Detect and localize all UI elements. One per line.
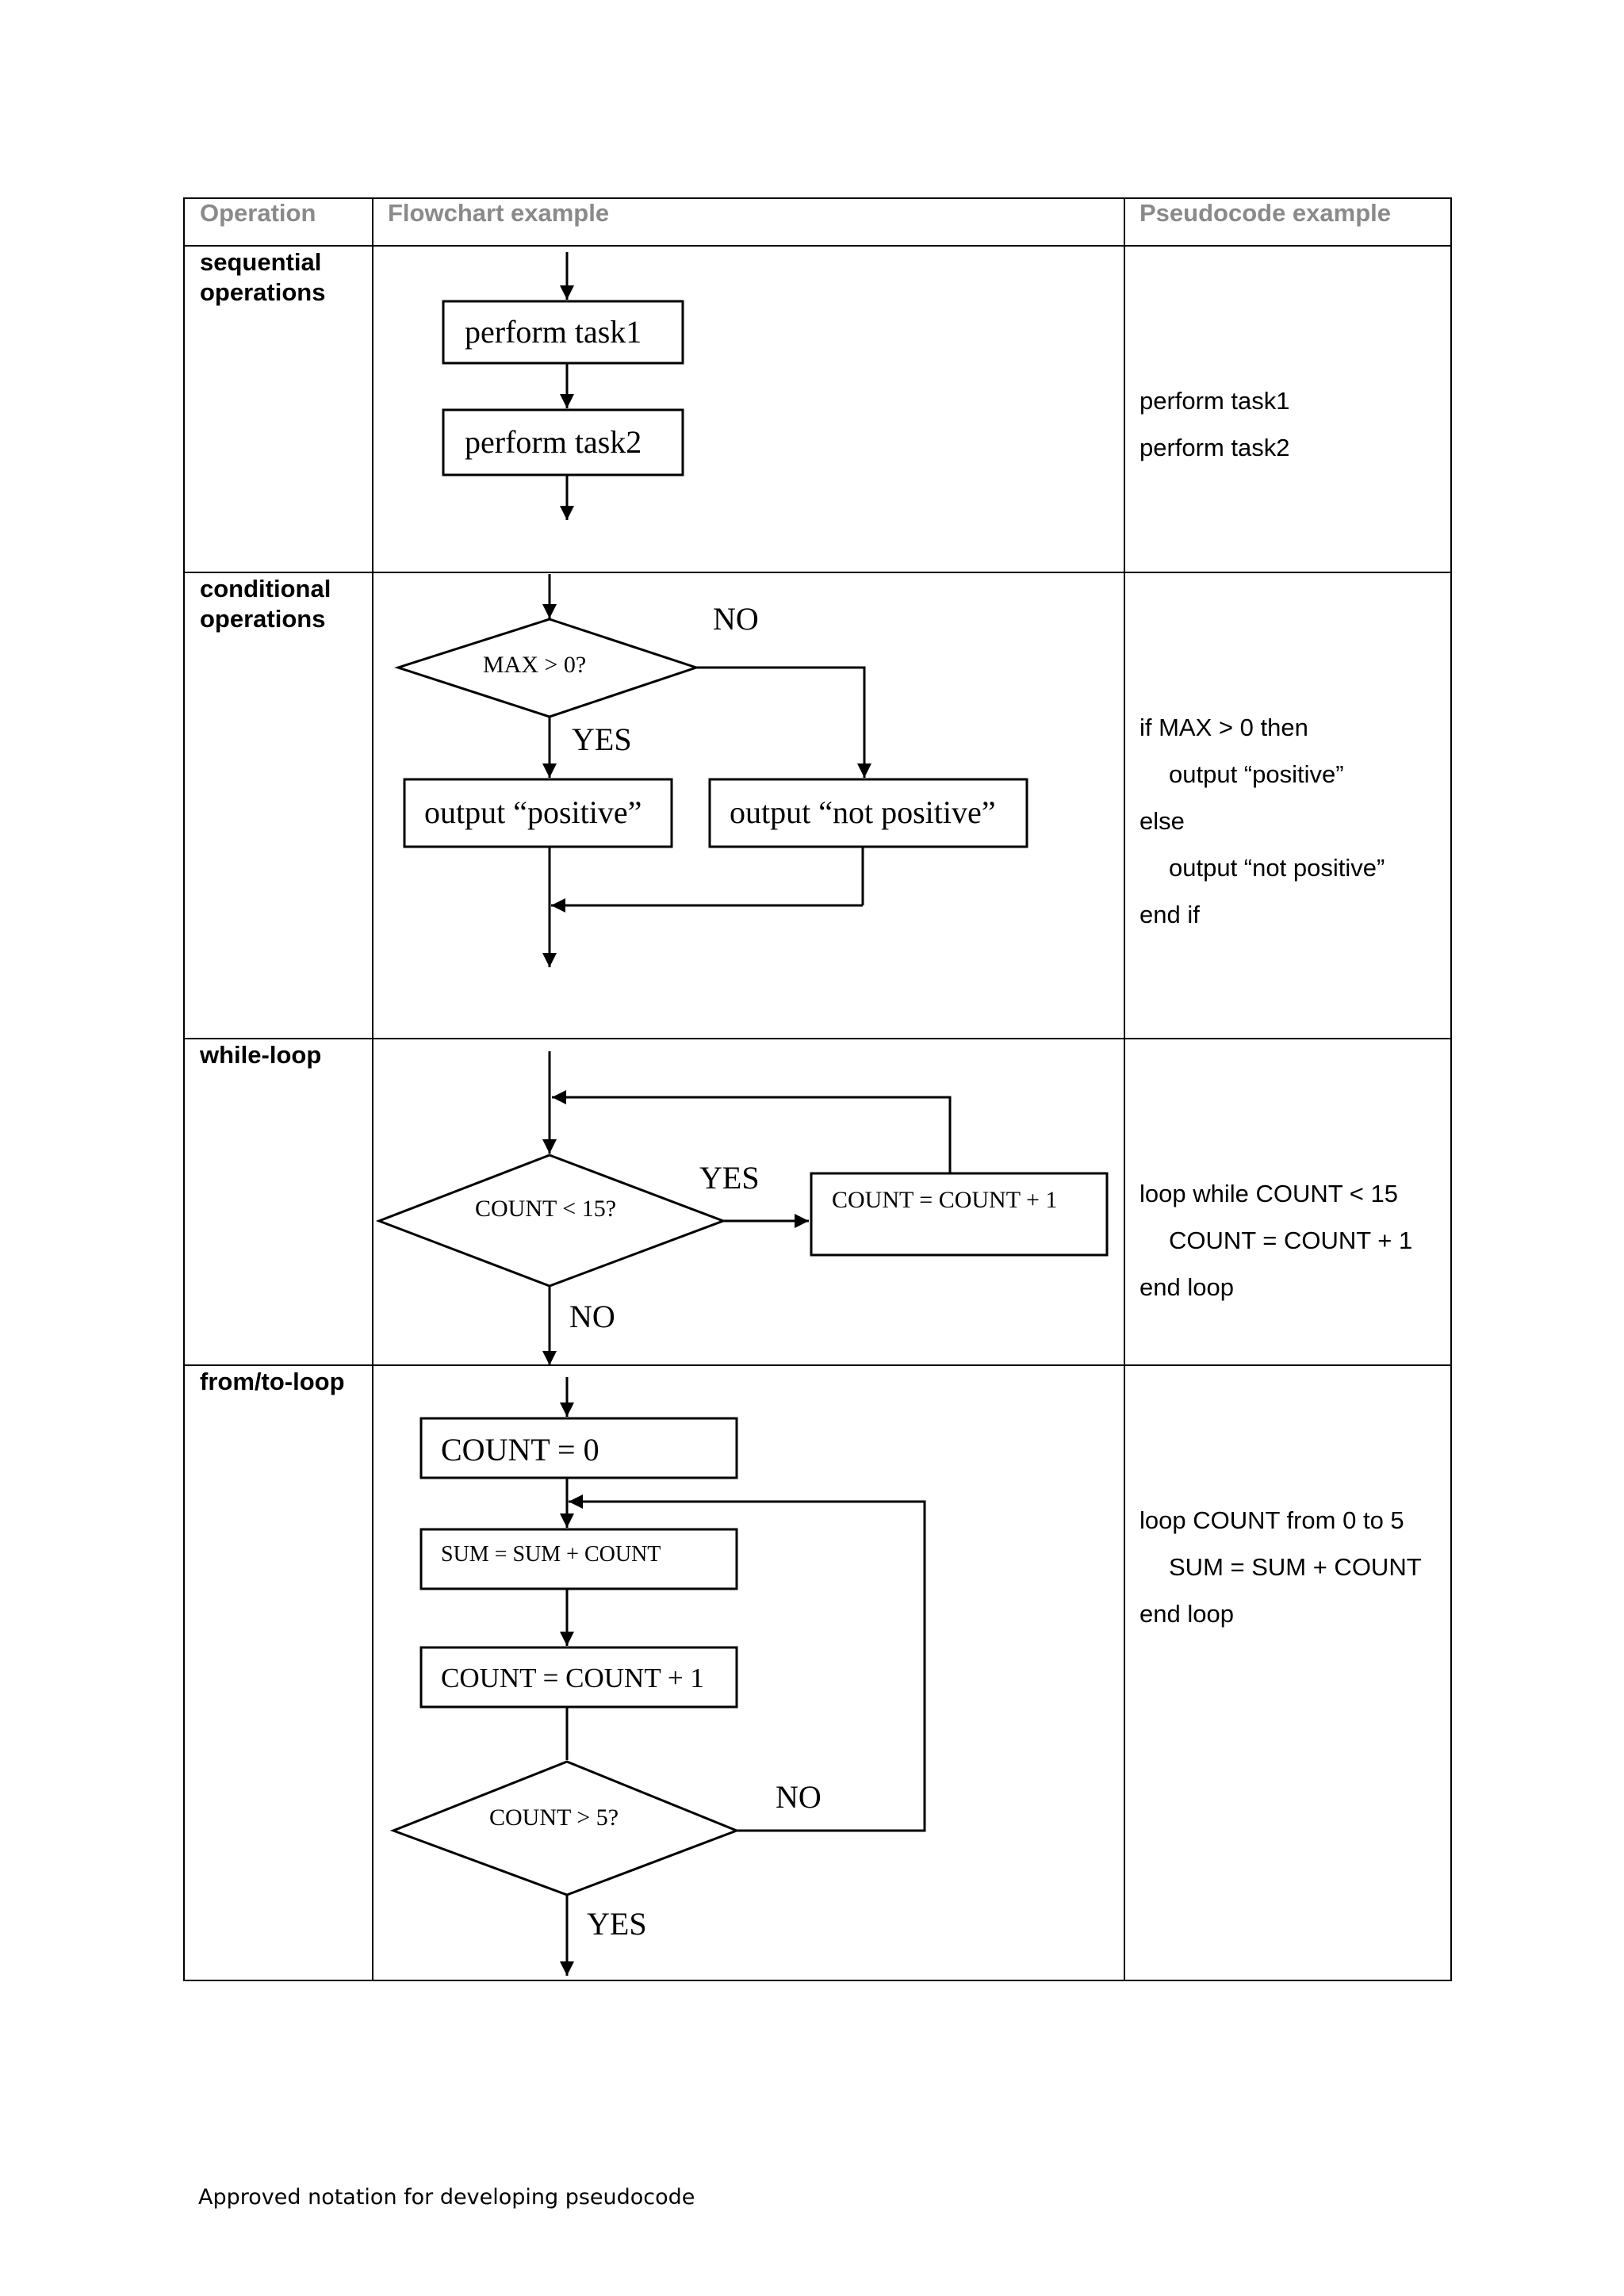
operation-label-line: from/to-loop <box>200 1368 345 1395</box>
pseudocode-line: output “not positive” <box>1169 854 1385 882</box>
operation-label-line: operations <box>200 278 326 306</box>
count-increment-text: COUNT = COUNT + 1 <box>832 1187 1057 1213</box>
header-pseudocode: Pseudocode example <box>1139 199 1392 227</box>
while-no-label: NO <box>569 1299 615 1334</box>
count-increment-box <box>810 1172 1109 1257</box>
perform-task1-box <box>442 300 684 365</box>
pseudocode-line: end loop <box>1139 1600 1234 1628</box>
conditional-no-label: NO <box>713 601 759 637</box>
header-operation: Operation <box>200 199 316 227</box>
pseudocode-line: end if <box>1139 901 1200 928</box>
table-grid <box>183 197 1452 1981</box>
pseudocode-line: else <box>1139 807 1185 835</box>
output-not-positive-text: output “not positive” <box>730 794 996 830</box>
operation-label-line: conditional <box>200 575 331 603</box>
from-to-yes-label: YES <box>587 1906 647 1942</box>
operation-label-line: sequential <box>200 248 322 276</box>
pseudocode-line: end loop <box>1139 1273 1234 1301</box>
pseudocode-line: perform task2 <box>1139 434 1290 461</box>
header-flowchart: Flowchart example <box>388 199 610 227</box>
pseudocode-line: COUNT = COUNT + 1 <box>1169 1226 1413 1254</box>
count-init-box <box>419 1417 738 1479</box>
max-decision-text: MAX > 0? <box>483 652 586 678</box>
operation-label-from-to-loop: from/to-loop <box>200 1367 345 1397</box>
count-greater-decision-text: COUNT > 5? <box>489 1804 619 1831</box>
while-loop-flowchart <box>375 1051 1109 1365</box>
page-footer: Approved notation for developing pseudoc… <box>198 2185 695 2210</box>
conditional-flowchart <box>394 574 1028 967</box>
count-less-decision-text: COUNT < 15? <box>475 1196 616 1222</box>
while-yes-label: YES <box>699 1160 760 1196</box>
pseudocode-line: output “positive” <box>1169 760 1344 788</box>
operation-label-line: operations <box>200 605 326 633</box>
pseudocode-line: loop while COUNT < 15 <box>1139 1180 1398 1207</box>
sum-box <box>419 1528 738 1590</box>
conditional-yes-label: YES <box>572 721 632 757</box>
pseudocode-line: loop COUNT from 0 to 5 <box>1139 1506 1404 1534</box>
sequential-flowchart <box>442 252 684 520</box>
sum-text: SUM = SUM + COUNT <box>441 1542 661 1567</box>
from-to-no-label: NO <box>776 1779 822 1815</box>
operation-label-while-loop: while-loop <box>200 1040 321 1070</box>
pseudocode-line: perform task1 <box>1139 387 1290 415</box>
perform-task2-box <box>442 408 684 476</box>
operation-label-conditional: conditional operations <box>200 574 331 634</box>
count-inc-box <box>419 1646 738 1709</box>
from-to-loop-flowchart <box>389 1377 926 1976</box>
operation-label-sequential: sequential operations <box>200 247 325 308</box>
perform-task1-text: perform task1 <box>465 314 642 350</box>
output-positive-text: output “positive” <box>424 794 642 830</box>
output-not-positive-box <box>708 778 1028 848</box>
count-init-text: COUNT = 0 <box>441 1432 599 1468</box>
pseudocode-line: if MAX > 0 then <box>1139 714 1308 741</box>
pseudocode-line: SUM = SUM + COUNT <box>1169 1553 1422 1581</box>
perform-task2-text: perform task2 <box>465 424 642 460</box>
output-positive-box <box>403 778 673 848</box>
operation-label-line: while-loop <box>200 1041 322 1069</box>
count-inc-text: COUNT = COUNT + 1 <box>441 1663 704 1693</box>
